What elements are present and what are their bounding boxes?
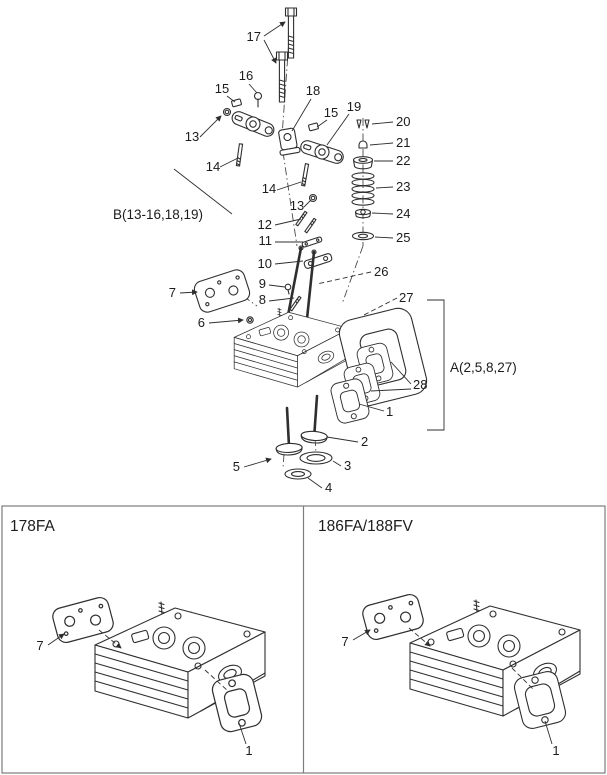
spring-retainer-22: [352, 156, 374, 170]
callout-27: 27: [399, 290, 413, 305]
stud-14a: [235, 143, 244, 167]
callout-12: 12: [258, 217, 272, 232]
callout-19: 19: [347, 99, 361, 114]
callout-13a: 13: [185, 129, 199, 144]
callout-26: 26: [374, 264, 388, 279]
bolt-6: [246, 316, 254, 324]
callout-18: 18: [306, 83, 320, 98]
valve-cap-21: [358, 140, 368, 149]
main-exploded-diagram: 17 16 15 13 14 18 15 19 14 13 20 21 22 2…: [113, 7, 517, 495]
valve-2: [299, 393, 332, 446]
callout-1-main: 1: [386, 404, 393, 419]
callout-10: 10: [258, 256, 272, 271]
panel-186fa-leaders: [352, 627, 553, 745]
callout-15b: 15: [324, 105, 338, 120]
callout-labels: 17 16 15 13 14 18 15 19 14 13 20 21 22 2…: [113, 29, 517, 495]
callout-8: 8: [259, 292, 266, 307]
callout-20: 20: [396, 114, 410, 129]
adjust-nut-15b: [308, 122, 319, 132]
gasket-7-178fa: [50, 594, 116, 646]
panel-178fa: 178FA 7 1: [10, 518, 266, 758]
rocker-arm-13-16: [229, 108, 277, 140]
bolt-17-upper: [284, 7, 298, 59]
valve-keeper-20-right: [364, 119, 370, 129]
plate-10: [303, 253, 333, 269]
valve-keeper-20-left: [356, 119, 362, 129]
callout-16: 16: [239, 68, 253, 83]
callout-14b: 14: [262, 181, 276, 196]
panel-186fa-title: 186FA/188FV: [318, 518, 413, 535]
rocker-arm-right-group: [278, 122, 346, 203]
plate-11: [301, 236, 323, 248]
rocker-arm-left-group: [222, 91, 277, 167]
spring-seat-24: [354, 208, 372, 219]
panel-186fa-188fv: 186FA/188FV 7 1: [318, 518, 581, 758]
bracket-18: [278, 127, 301, 156]
callout-4: 4: [325, 480, 332, 495]
group-a-label: A(2,5,8,27): [450, 360, 517, 375]
valve-5: [272, 406, 304, 457]
callout-11: 11: [259, 233, 273, 248]
callout-7-186fa: 7: [341, 634, 348, 649]
callout-22: 22: [396, 153, 410, 168]
group-b-label: B(13-16,18,19): [113, 207, 203, 222]
panel-frame: [1, 505, 606, 774]
callout-6: 6: [198, 315, 205, 330]
panel-178fa-leaders: [47, 629, 247, 745]
callout-5: 5: [233, 459, 240, 474]
stud-14b: [301, 163, 310, 187]
callout-1-178fa: 1: [245, 743, 252, 758]
valve-spring-23: [351, 172, 375, 206]
seat-ring-3: [299, 451, 333, 465]
stud-12-a: [295, 210, 308, 227]
valve-train-column: [351, 119, 375, 241]
panel-178fa-title: 178FA: [10, 518, 55, 535]
washer-13a: [222, 107, 232, 117]
callout-23: 23: [396, 179, 410, 194]
callout-17: 17: [247, 29, 261, 44]
bolt-9: [284, 283, 292, 295]
stud-12-b: [304, 217, 317, 234]
washer-25: [351, 231, 375, 241]
leader-lines: [179, 21, 412, 489]
rocker-arm-19: [298, 137, 346, 167]
callout-9: 9: [259, 276, 266, 291]
callout-14a: 14: [206, 159, 220, 174]
callout-28: 28: [413, 377, 427, 392]
callout-24: 24: [396, 206, 410, 221]
callout-1-186fa: 1: [552, 743, 559, 758]
callout-3: 3: [344, 458, 351, 473]
gasket-7-main: [191, 267, 253, 315]
callout-7-main: 7: [169, 285, 176, 300]
group-a-bracket: [427, 299, 445, 431]
seat-ring-4: [284, 468, 312, 480]
callout-15a: 15: [215, 81, 229, 96]
group-b-pointer: [173, 168, 233, 215]
callout-7-178fa: 7: [36, 638, 43, 653]
callout-21: 21: [396, 135, 410, 150]
washer-13b: [308, 193, 318, 203]
callout-25: 25: [396, 230, 410, 245]
callout-13b: 13: [290, 198, 304, 213]
callout-2: 2: [361, 434, 368, 449]
